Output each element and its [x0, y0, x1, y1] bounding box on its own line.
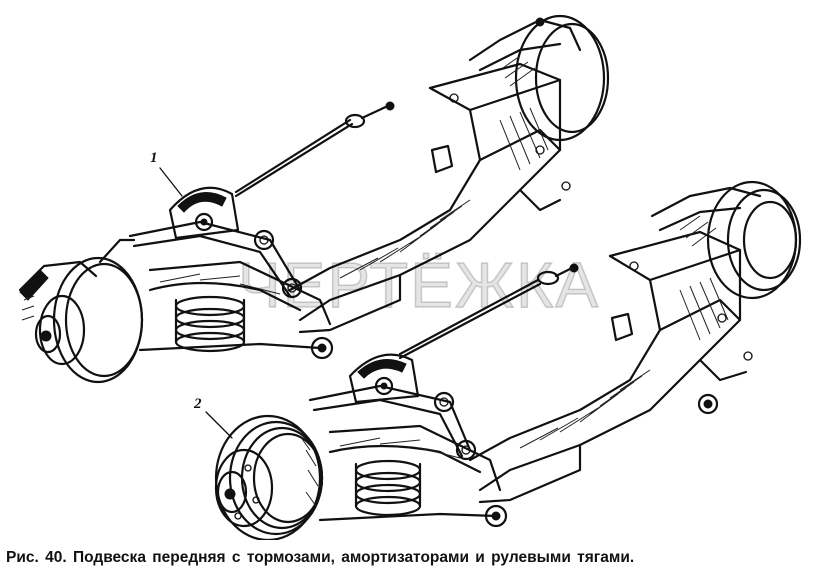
tie-rod-1 [234, 101, 395, 198]
callout-1-leader [159, 167, 183, 197]
lower-control-arm-2 [318, 424, 508, 528]
callout-1: 1 [150, 150, 158, 166]
front-suspension-assembly-1 [18, 14, 610, 384]
callout-2: 2 [194, 396, 202, 412]
upper-control-arm-2 [308, 384, 477, 461]
suspension-drawing [18, 14, 802, 540]
suspension-illustration [18, 14, 802, 540]
front-suspension-assembly-2 [214, 180, 802, 540]
far-wheel-hub-1 [468, 14, 610, 142]
upper-control-arm-1 [128, 220, 303, 299]
shock-absorber-top-1 [168, 186, 240, 240]
coil-spring-2 [354, 459, 422, 517]
watermark: ЧЕРТЁЖКА [237, 248, 601, 322]
disc-brake-1 [18, 238, 144, 384]
lower-control-arm-1 [138, 260, 334, 360]
tie-rod-2 [398, 263, 579, 360]
coil-spring-1 [174, 295, 246, 353]
drum-brake-2 [214, 414, 324, 540]
crossmember-1 [288, 62, 571, 334]
shock-absorber-top-2 [348, 353, 420, 404]
far-wheel-hub-2 [650, 180, 802, 300]
callout-2-leader [205, 411, 233, 439]
figure-caption: Рис. 40. Подвеска передняя с тормозами, … [6, 549, 635, 566]
